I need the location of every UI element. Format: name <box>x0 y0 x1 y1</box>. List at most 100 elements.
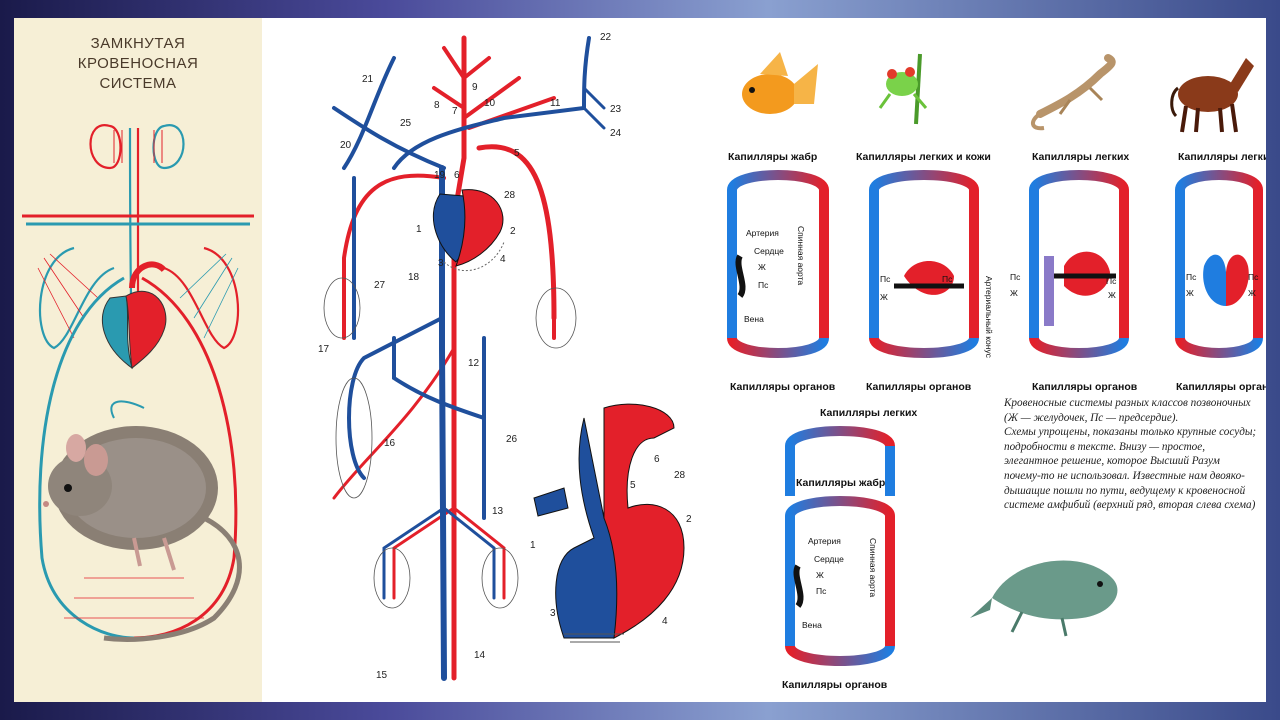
organ-capillary-beds <box>323 277 577 609</box>
label-7: 7 <box>452 106 458 117</box>
label-26: 26 <box>506 434 518 445</box>
fish-ventricle-label: Ж <box>758 262 766 272</box>
lungfish-ventricle: Ж <box>816 570 824 580</box>
reptile-ventricle-left: Ж <box>1010 288 1018 298</box>
lungfish-heart: Сердце <box>814 554 844 564</box>
caption-line: элегантное решение, которое Высший Разум <box>1004 455 1220 468</box>
horse-image <box>1170 58 1254 133</box>
label-5: 5 <box>514 148 520 159</box>
label-15: 15 <box>376 670 388 681</box>
lungfish-vein: Вена <box>802 620 822 630</box>
heart-label-1: 1 <box>530 540 536 551</box>
fish-artery-label: Артерия <box>746 228 779 238</box>
label-8: 8 <box>434 100 440 111</box>
label-18: 18 <box>408 272 420 283</box>
label-3: 3 <box>438 258 444 269</box>
panel-title-line: КРОВЕНОСНАЯ <box>77 55 199 72</box>
lungfish-image <box>970 560 1118 637</box>
heart-label-6: 6 <box>654 454 660 465</box>
label-6: 6 <box>454 170 460 181</box>
label-4: 4 <box>500 254 506 265</box>
lungfish-middle-label: Капилляры жабр <box>796 477 885 489</box>
label-10: 10 <box>484 98 496 109</box>
amphibian-ventricle: Ж <box>880 292 888 302</box>
heart-label-2: 2 <box>686 514 692 525</box>
amphibian-top-label: Капилляры легких и кожи <box>856 151 991 163</box>
label-22: 22 <box>600 32 612 43</box>
label-1: 1 <box>416 224 422 235</box>
lungfish-scheme: Капилляры легких Капилляры жабр Артерия … <box>782 407 917 691</box>
label-24: 24 <box>610 128 622 139</box>
label-13: 13 <box>492 506 504 517</box>
label-19: 19 <box>434 170 446 181</box>
panel-title: ЗАМКНУТАЯ КРОВЕНОСНАЯ СИСТЕМА <box>14 34 262 94</box>
mammal-atrium-right: Пс <box>1248 272 1259 282</box>
mammal-scheme: Капилляры легких Пс Ж Пс Ж Капилляры орг… <box>1175 151 1266 393</box>
figure-caption: Кровеносные системы разных классов позво… <box>1004 396 1266 513</box>
amphibian-bottom-label: Капилляры органов <box>866 381 972 393</box>
label-23: 23 <box>610 104 622 115</box>
reptile-top-label: Капилляры легких <box>1032 151 1129 163</box>
diagram-heart <box>432 189 505 272</box>
slide: ЗАМКНУТАЯ КРОВЕНОСНАЯ СИСТЕМА <box>14 18 1266 702</box>
caption-line: Схемы упрощены, показаны только крупные … <box>1004 426 1257 439</box>
fish-atrium-label: Пс <box>758 280 769 290</box>
caption-line: подробности в тексте. Внизу — простое, <box>1004 440 1206 453</box>
panel-title-line: СИСТЕМА <box>99 75 177 92</box>
label-12: 12 <box>468 358 480 369</box>
diagram-labels: 1 2 3 4 5 6 7 8 9 10 11 12 13 14 15 16 1… <box>318 32 622 681</box>
fish-bottom-label: Капилляры органов <box>730 381 836 393</box>
caption-line: Кровеносные системы разных классов позво… <box>1004 397 1251 409</box>
lungfish-artery: Артерия <box>808 536 841 546</box>
amphibian-atrium-right: Пс <box>942 274 953 284</box>
goldfish-image <box>742 52 818 114</box>
label-20: 20 <box>340 140 352 151</box>
heart-label-28: 28 <box>674 470 686 481</box>
label-27: 27 <box>374 280 386 291</box>
heart-label-5: 5 <box>630 480 636 491</box>
mouse-circulation-illustration <box>22 124 254 642</box>
vertebrate-circulation-schemes: Капилляры жабр Артерия Сердце Ж Пс Вена … <box>727 151 1266 691</box>
caption-line: почему-то не использовал. Известные нам … <box>1004 469 1245 482</box>
caption-line: (Ж — желудочек, Пс — предсердие). <box>1004 411 1179 424</box>
label-2: 2 <box>510 226 516 237</box>
label-17: 17 <box>318 344 330 355</box>
reptile-scheme: Капилляры легких Пс Ж Пс Ж Капилляры орг… <box>1010 151 1138 393</box>
caption-line: дышащие пошли по пути, ведущему к кровен… <box>1004 484 1246 497</box>
amphibian-atrium-left: Пс <box>880 274 891 284</box>
fish-aorta-label: Спинная аорта <box>796 226 806 285</box>
heart-label-3: 3 <box>550 608 556 619</box>
lungfish-top-label: Капилляры легких <box>820 407 917 419</box>
mammal-bottom-label: Капилляры органов <box>1176 381 1266 393</box>
amphibian-conus: Артериальный конус <box>984 276 994 359</box>
label-11: 11 <box>550 98 561 109</box>
label-14: 14 <box>474 650 486 661</box>
fish-heart-label: Сердце <box>754 246 784 256</box>
lungfish-atrium: Пс <box>816 586 827 596</box>
label-28: 28 <box>504 190 516 201</box>
heart-label-4: 4 <box>662 616 668 627</box>
mammal-ventricle-right: Ж <box>1248 288 1256 298</box>
lizard-image <box>1031 54 1116 131</box>
heart-detail-diagram: 1 2 3 4 5 6 28 <box>530 403 692 643</box>
human-circulation-diagram: 1 2 3 4 5 6 7 8 9 10 11 12 13 14 15 16 1… <box>318 32 622 681</box>
label-9: 9 <box>472 82 478 93</box>
reptile-ventricle-right: Ж <box>1108 290 1116 300</box>
panel-title-line: ЗАМКНУТАЯ <box>90 35 186 52</box>
mammal-top-label: Капилляры легких <box>1178 151 1266 163</box>
label-16: 16 <box>384 438 396 449</box>
amphibian-scheme: Капилляры легких и кожи Пс Пс Ж Артериал… <box>856 151 994 393</box>
lungfish-bottom-label: Капилляры органов <box>782 679 888 691</box>
mouse-illustration <box>43 426 242 642</box>
closed-circulatory-system-panel: ЗАМКНУТАЯ КРОВЕНОСНАЯ СИСТЕМА <box>14 18 262 702</box>
label-25: 25 <box>400 118 412 129</box>
lungfish-aorta: Спинная аорта <box>868 538 878 597</box>
reptile-atrium-left: Пс <box>1010 272 1021 282</box>
mammal-atrium-left: Пс <box>1186 272 1197 282</box>
animals-row <box>742 52 1254 133</box>
vessels <box>332 35 606 681</box>
fish-top-label: Капилляры жабр <box>728 151 817 163</box>
reptile-atrium-right: Пс <box>1106 276 1117 286</box>
fish-vein-label: Вена <box>744 314 764 324</box>
fish-scheme: Капилляры жабр Артерия Сердце Ж Пс Вена … <box>727 151 836 393</box>
